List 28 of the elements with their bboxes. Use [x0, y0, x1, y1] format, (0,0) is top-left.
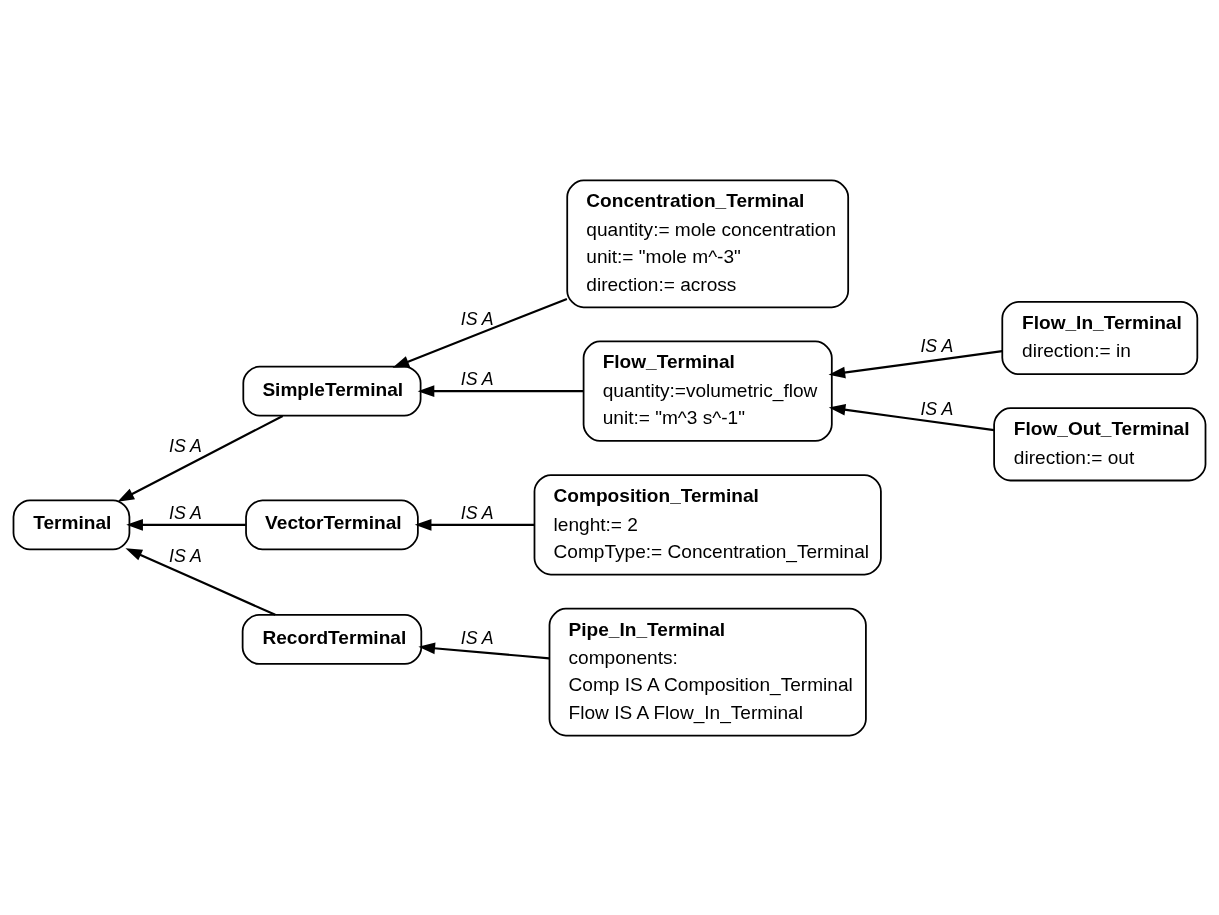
- edge-label: IS A: [168, 545, 202, 566]
- edge-label: IS A: [460, 502, 494, 523]
- node-box: Pipe_In_Terminal components: Comp IS A Composition_Terminal Flow IS A Flow_In_Terminal: [548, 607, 867, 736]
- arrow: [828, 403, 995, 431]
- node-box: Composition_Terminal lenght:= 2 CompType:= Concentration_Terminal: [533, 473, 882, 575]
- arrow: [125, 547, 276, 616]
- node-box: VectorTerminal: [245, 498, 419, 550]
- arrow: [414, 518, 534, 531]
- edge-label: IS A: [168, 502, 202, 523]
- edge-label: IS A: [920, 398, 954, 419]
- node-box: Flow_Terminal quantity:=volumetric_flow unit:= "m^3 s^-1": [582, 340, 833, 442]
- arrow: [117, 414, 284, 502]
- node-box: Terminal: [12, 498, 131, 550]
- edge-label: IS A: [460, 368, 494, 389]
- arrow: [828, 349, 1003, 378]
- node-box: Concentration_Terminal quantity:= mole concentration unit:= "mole m^-3" direction:= across: [566, 179, 850, 308]
- edge-label: IS A: [460, 627, 494, 648]
- edge-label: IS A: [460, 308, 494, 329]
- edge-label: IS A: [168, 435, 202, 456]
- arrow: [417, 384, 584, 397]
- edge-label: IS A: [920, 335, 954, 356]
- node-box: SimpleTerminal: [242, 365, 422, 417]
- arrow: [418, 642, 550, 659]
- arrow: [392, 297, 568, 368]
- node-box: Flow_Out_Terminal direction:= out: [993, 406, 1207, 481]
- node-box: Flow_In_Terminal direction:= in: [1001, 300, 1199, 375]
- node-box: RecordTerminal: [241, 613, 423, 665]
- arrow: [126, 518, 246, 531]
